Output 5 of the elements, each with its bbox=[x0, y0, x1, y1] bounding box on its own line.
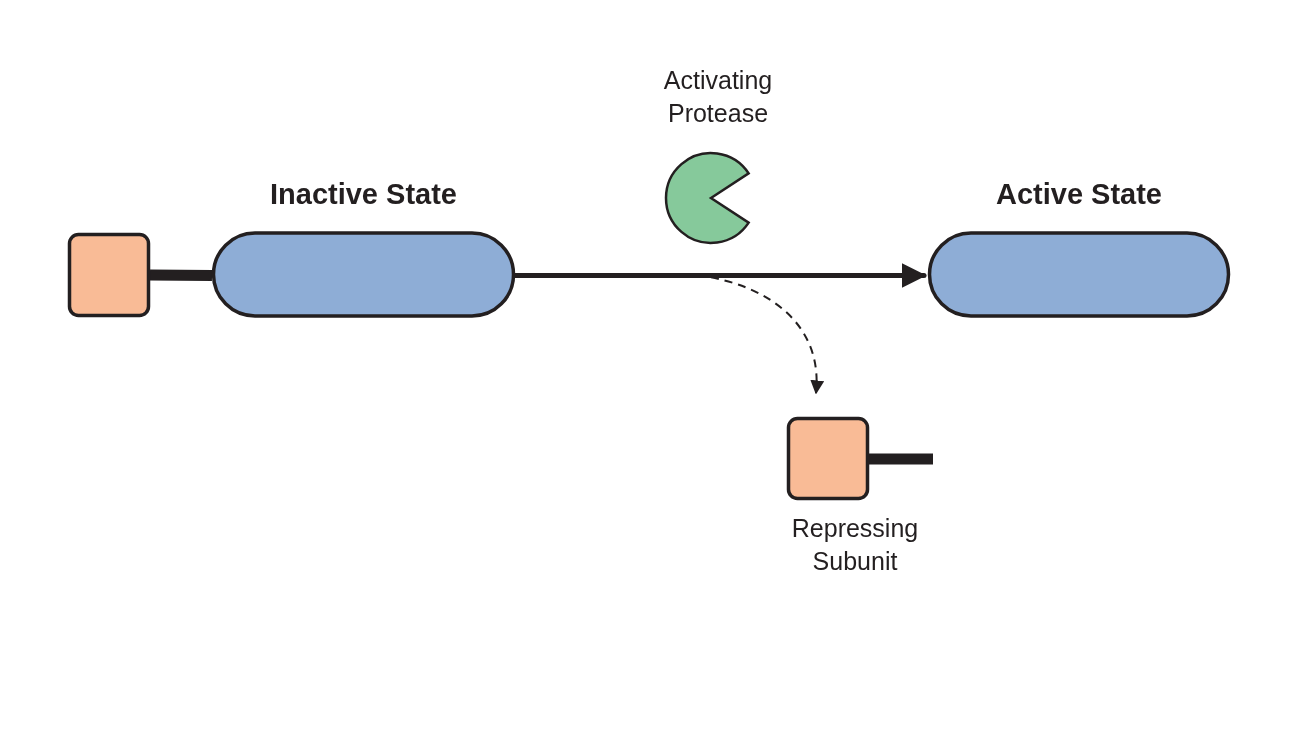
state-heading: Inactive State bbox=[269, 178, 458, 211]
state-heading: Active State bbox=[995, 178, 1163, 211]
component-label: Activating Protease bbox=[662, 65, 774, 129]
component-label: Repressing Subunit bbox=[790, 513, 920, 577]
linker-bar bbox=[149, 269, 213, 281]
